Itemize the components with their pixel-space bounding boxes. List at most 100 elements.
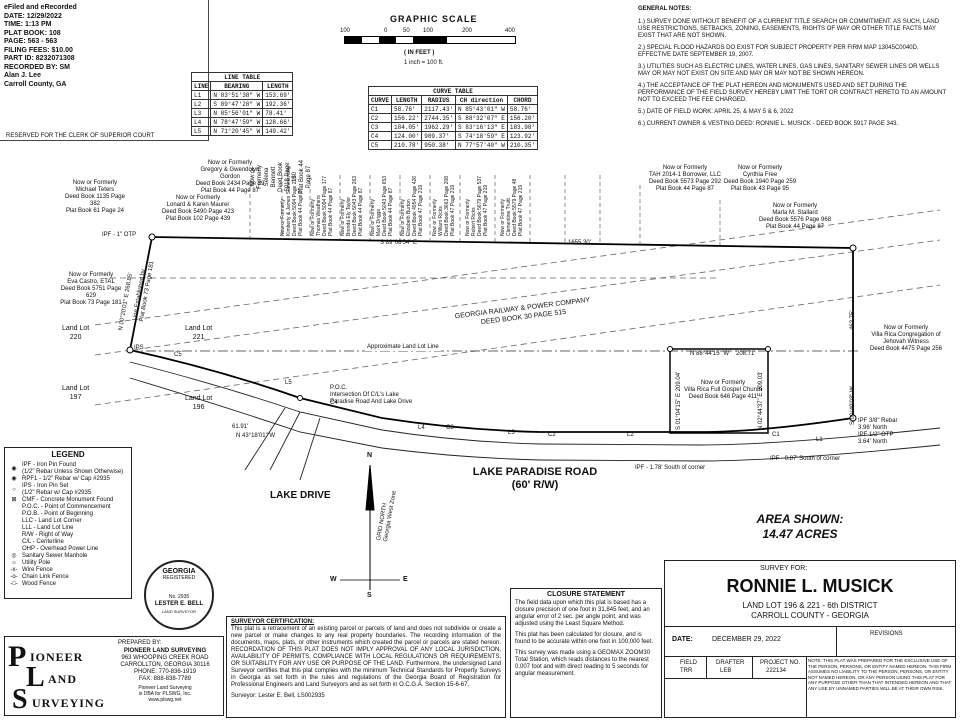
approx-land-lot-line-label: Approximate Land Lot Line — [365, 344, 441, 351]
curve-table-header: LENGTH — [391, 95, 423, 105]
land-lot-district: LAND LOT 196 & 221 - 6th DISTRICT — [742, 601, 878, 610]
closure-title: CLOSURE STATEMENT — [547, 591, 625, 598]
west-line-note: Line Established by Plat Book 73 Page 18… — [132, 260, 156, 323]
curve-table-header: CURVE — [367, 95, 393, 105]
scale-unit: ( IN FEET ) — [404, 50, 435, 56]
legend-item: ◉RPF1 - 1/2" Rebar w/ Cap #2935 — [11, 476, 110, 482]
company-line: 963 WHOOPING CREEK ROAD — [121, 655, 209, 661]
surveyor-certification: SURVEYOR CERTIFICATION: This plat is a r… — [226, 616, 506, 718]
revisions-divider — [836, 626, 837, 656]
recording-line: PART ID: 8232071308 — [4, 55, 75, 62]
closure-p3: This survey was made using a GEOMAX ZOOM… — [515, 650, 651, 677]
legend-item: -x-Wire Fence — [10, 567, 53, 573]
graphic-scale-title: GRAPHIC SCALE — [390, 14, 478, 24]
legend-item: ⊠CMF - Concrete Monument Found — [11, 497, 114, 503]
distance-tie: 61.91' — [232, 424, 249, 430]
field-value: TRR — [680, 668, 693, 674]
project-label: PROJECT NO. — [760, 660, 801, 666]
segment-label: L2 — [627, 432, 634, 438]
ipf-label-rebar: IPF 3/8" Rebar 3.96' North IPF 1/2" OTP … — [858, 418, 898, 445]
curve-table-header: CH direction — [455, 95, 508, 105]
owner-label: Now or Formerly William Ricks Deed Book … — [432, 175, 456, 236]
land-lot-label: Land Lot 197 — [62, 385, 90, 401]
revisions-label: REVISIONS — [870, 631, 903, 637]
owner-label: Now or Formerly Brenda Ely Taylor Deed B… — [340, 175, 364, 236]
owner-label: Now or Formerly TAH 2014-1 Borrower, LLC… — [648, 165, 722, 192]
field-label: FIELD — [680, 660, 698, 666]
segment-label: L1 — [816, 437, 823, 443]
closure-statement: CLOSURE STATEMENT The field data upon wh… — [510, 588, 662, 718]
logo-letter-s: S — [12, 684, 28, 715]
distance-north: 1655.30' — [568, 240, 591, 246]
railway-label: GEORGIA RAILWAY & POWER COMPANY DEED BOO… — [454, 296, 591, 326]
date-label: DATE: — [672, 636, 693, 643]
legend-item: LLL - Land Lot Line — [22, 525, 74, 531]
note-item: 1.) SURVEY DONE WITHOUT BENEFIT OF A CUR… — [638, 19, 940, 39]
client-name: RONNIE L. MUSICK — [726, 576, 894, 596]
scale-tick: 200 — [462, 28, 473, 34]
legend-item: ◉IPF - Iron Pin Found (1/2" Rebar Unless… — [11, 462, 124, 475]
seal-sub: LAND SURVEYOR — [161, 609, 197, 614]
logo-letter-p: P — [8, 640, 27, 673]
owner-label: Now or Formerly Cynthia Free Deed Book 1… — [723, 165, 797, 192]
closure-p1: The field data upon which this plat is b… — [515, 600, 650, 627]
curve-table: CURVE TABLE CURVE LENGTH RADIUS CH direc… — [367, 86, 539, 150]
seal-name: LESTER E. BELL — [154, 601, 204, 607]
title-block — [664, 560, 956, 718]
logo-word-2: AND — [48, 672, 77, 686]
note-box: NOTE: THIS PLAT WAS PREPARED FOR THE EXC… — [808, 658, 954, 691]
compass-w: W — [330, 576, 337, 583]
scale-tick: 400 — [505, 28, 516, 34]
recording-line: PAGE: 563 - 563 — [4, 38, 58, 45]
recording-line: FILING FEES: $10.00 — [4, 46, 73, 54]
segment-label: C5 — [174, 352, 182, 358]
owner-label: Now or Formerly Gregory & Gwendolyn Gord… — [195, 160, 265, 194]
surveyor-seal: GEORGIA REGISTERED No. 2935 LESTER E. BE… — [144, 560, 214, 630]
owner-label: Now or Formerly Michael Teters Deed Book… — [65, 180, 125, 214]
ips-label: IPS — [134, 345, 144, 351]
recording-line: TIME: 1:13 PM — [4, 21, 52, 28]
note-item: 2.) SPECIAL FLOOD HAZARDS DO EXIST FOR S… — [638, 45, 919, 58]
segment-label: C3 — [446, 425, 454, 431]
owner-label: Now or Formerly Mark Driggs Deed Book 50… — [370, 175, 394, 236]
distance-east: 462.75' — [850, 310, 856, 331]
seal-top: GEORGIA — [162, 568, 196, 575]
seal-no: No. 2935 — [168, 594, 190, 600]
bearing-tie: N 43°18'01" W — [236, 433, 276, 439]
legend-item: P.O.B. - Point of Beginning — [22, 511, 93, 517]
company-line: FAX: 888-838-7789 — [138, 676, 192, 682]
legend-item: P.O.C. - Point of Commencement — [22, 504, 111, 510]
line-table-header: LENGTH — [262, 81, 294, 91]
legend-item: ☼Utility Pole — [11, 560, 51, 566]
legend-item: -□-Wood Fence — [10, 581, 56, 587]
cell-divider — [752, 656, 753, 678]
ohp-south-2: IPF - 0.87' South of corner — [770, 456, 841, 462]
owner-label: Now or Formerly Elizabeth Burton Deed Bo… — [400, 175, 424, 236]
compass-s: S — [367, 592, 372, 599]
seal-mid: REGISTERED — [162, 575, 196, 581]
scale-tick: 100 — [423, 28, 434, 34]
scale-tick: 50 — [403, 28, 410, 34]
owner-label-east: Now or Formerly Villa Rica Congregation … — [869, 325, 943, 352]
compass-n: N — [367, 452, 373, 459]
scale-ratio: 1 inch = 100 ft. — [404, 60, 444, 66]
closure-p2: This plat has been calculated for closur… — [515, 632, 654, 645]
area-value: 14.47 ACRES — [762, 527, 838, 541]
recording-line: eFiled and eRecorded — [4, 4, 77, 11]
ipf-label-west: IPF - 1" OTP — [102, 232, 137, 238]
recording-line: Alan J. Lee — [4, 72, 41, 79]
bearing-church-top: N 88°44'15" W — [690, 351, 730, 357]
survey-for-label: SURVEY FOR: — [760, 565, 808, 572]
lake-drive-label: LAKE DRIVE — [270, 490, 331, 501]
recording-line: DATE: 12/29/2022 — [4, 12, 62, 20]
project-value: 222134 — [766, 668, 787, 674]
legend: LEGEND ◉IPF - Iron Pin Found (1/2" Rebar… — [4, 447, 132, 599]
